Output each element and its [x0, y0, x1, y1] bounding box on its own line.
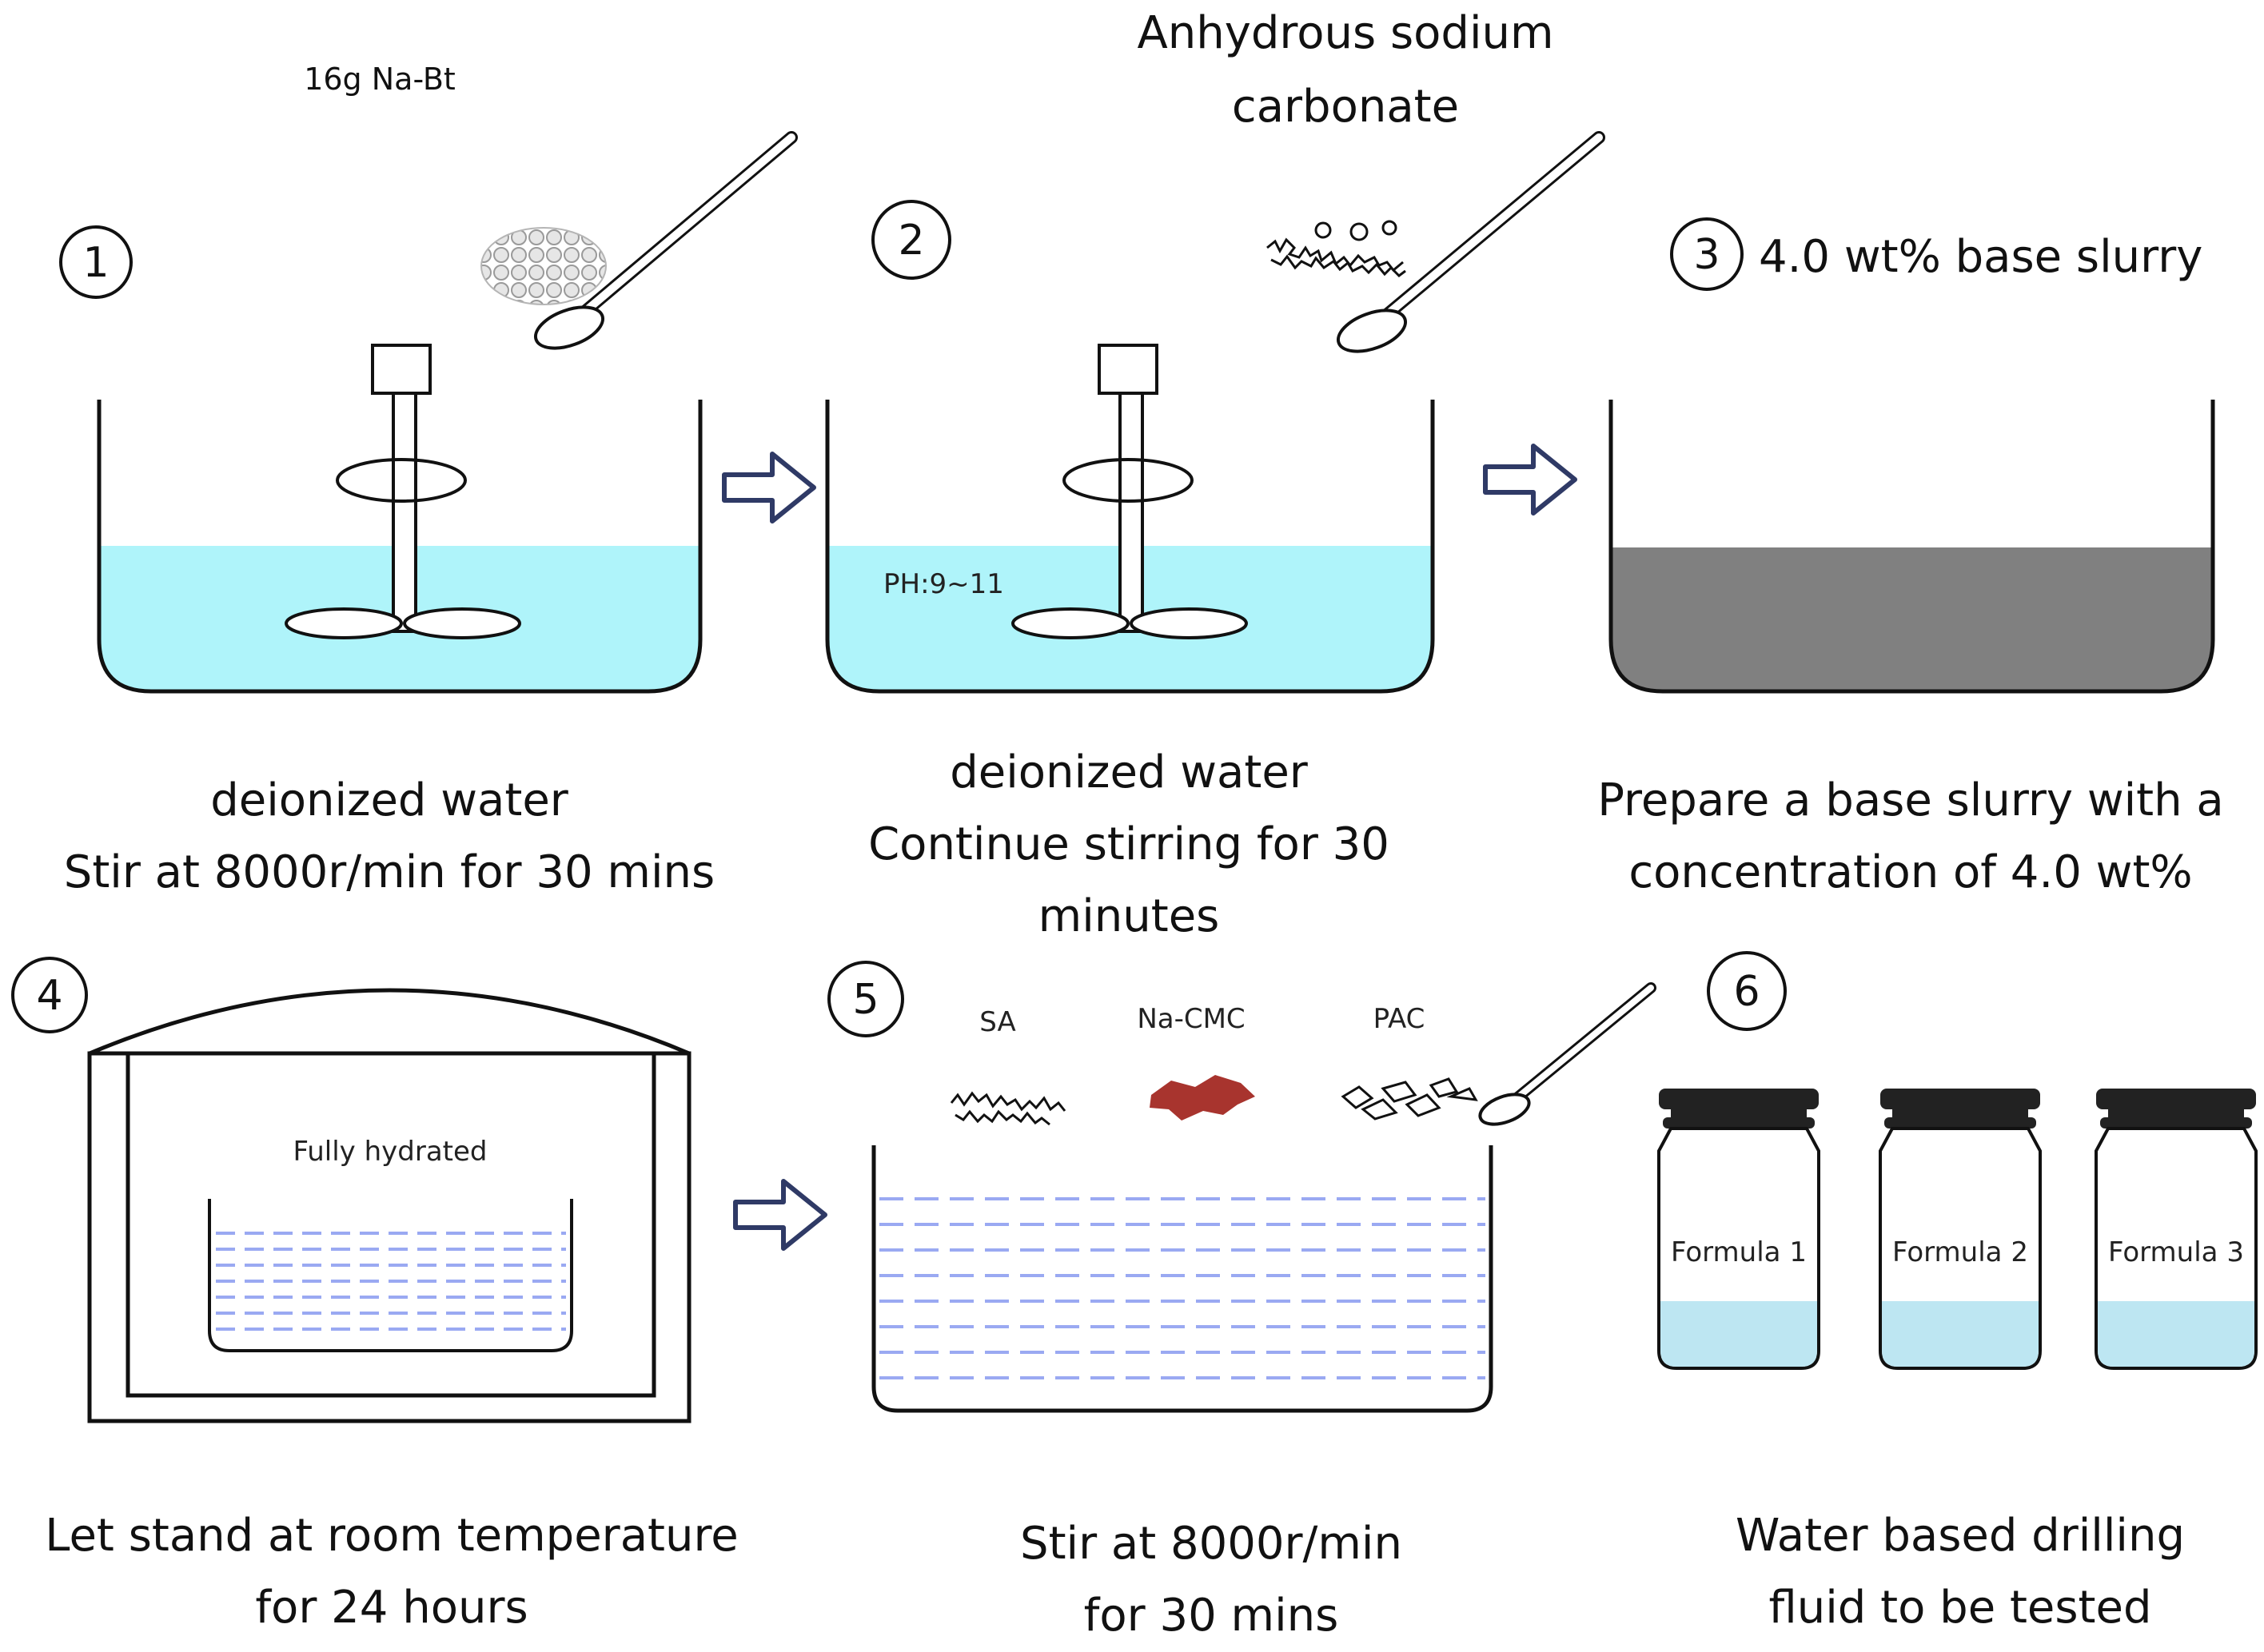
step-2-caption-line2: Continue stirring for 30	[868, 818, 1389, 870]
step-5-caption-line2: for 30 mins	[1084, 1590, 1339, 1642]
bentonite-granules-icon	[480, 227, 607, 305]
ph-label: PH:9~11	[883, 568, 1004, 600]
step-4-caption-line1: Let stand at room temperature	[45, 1510, 738, 1562]
step-6-number-badge: 6	[1707, 951, 1787, 1031]
sodium-carbonate-flakes-icon	[1266, 220, 1406, 277]
step-1-material-label: 16g Na-Bt	[304, 62, 456, 97]
spoon-icon	[533, 131, 798, 350]
step-2-material-line2: carbonate	[1232, 81, 1459, 133]
step-5-caption-line1: Stir at 8000r/min	[1020, 1518, 1402, 1570]
step-3: 3 4.0 wt% base slurry Prepare a base slu…	[1597, 217, 2224, 898]
step-4: 4 Fully hydrated Let stand at room tempe…	[11, 957, 739, 1634]
bottle-label-1: Formula 1	[1671, 1236, 1807, 1268]
step-3-title: 4.0 wt% base slurry	[1759, 231, 2202, 283]
spoon-icon	[1336, 131, 1605, 353]
additive-label-na-cmc: Na-CMC	[1137, 1003, 1245, 1035]
step-3-caption-line2: concentration of 4.0 wt%	[1628, 846, 2192, 898]
beaker-5	[871, 1145, 1493, 1413]
step-3-caption-line1: Prepare a base slurry with a	[1597, 774, 2224, 826]
step-4-number: 4	[36, 972, 62, 1020]
step-4-caption-line2: for 24 hours	[255, 1582, 528, 1634]
pac-flakes-icon	[1341, 1077, 1478, 1121]
additive-label-sa: SA	[979, 1006, 1015, 1038]
step-2: 2 Anhydrous sodium carbonate PH:9~11 dei…	[825, 7, 1605, 942]
step-5-number: 5	[852, 976, 879, 1024]
sample-bottle-3: Formula 3	[2095, 1089, 2258, 1370]
na-cmc-flakes-icon	[1150, 1075, 1255, 1121]
sa-flakes-icon	[950, 1091, 1066, 1126]
arrow-right-icon	[724, 454, 814, 521]
slurry-fill	[1611, 547, 2213, 691]
step-6-number: 6	[1733, 968, 1760, 1016]
step-3-number: 3	[1693, 231, 1720, 279]
arrow-right-icon	[735, 1181, 825, 1248]
step-6-caption-line1: Water based drilling	[1736, 1510, 2185, 1562]
sample-bottle-1: Formula 1	[1657, 1089, 1820, 1370]
step-6-caption-line2: fluid to be tested	[1768, 1582, 2151, 1634]
step-3-number-badge: 3	[1670, 217, 1744, 291]
stirrer-1	[285, 344, 521, 639]
step-2-caption-line3: minutes	[1038, 890, 1220, 942]
step-1: 1 16g Na-Bt deionized water Stir at 8000…	[59, 62, 798, 898]
spoon-icon	[1478, 982, 1656, 1126]
step-4-number-badge: 4	[11, 957, 88, 1033]
bottle-label-2: Formula 2	[1892, 1236, 2028, 1268]
step-2-material-line1: Anhydrous sodium	[1137, 7, 1553, 59]
bottle-label-3: Formula 3	[2108, 1236, 2244, 1268]
fully-hydrated-label: Fully hydrated	[293, 1136, 488, 1168]
step-6: 6 Formula 1 Formula 2 Formula 3 Wate	[1657, 951, 2258, 1634]
step-1-caption-line1: deionized water	[210, 774, 569, 826]
small-beaker	[208, 1199, 573, 1352]
step-1-number: 1	[82, 239, 109, 287]
incubator-cabinet	[87, 988, 692, 1423]
step-1-number-badge: 1	[59, 225, 133, 299]
additive-label-pac: PAC	[1373, 1003, 1425, 1035]
step-5: 5 SA Na-CMC PAC	[827, 961, 1656, 1642]
step-5-number-badge: 5	[827, 961, 904, 1037]
sample-bottle-2: Formula 2	[1879, 1089, 2042, 1370]
stirrer-2	[1011, 344, 1248, 639]
step-2-number-badge: 2	[871, 200, 951, 280]
arrow-right-icon	[1485, 446, 1575, 513]
step-2-caption-line1: deionized water	[950, 746, 1309, 798]
beaker-3	[1608, 400, 2215, 694]
step-2-number: 2	[898, 217, 924, 265]
step-1-caption-line2: Stir at 8000r/min for 30 mins	[64, 846, 715, 898]
